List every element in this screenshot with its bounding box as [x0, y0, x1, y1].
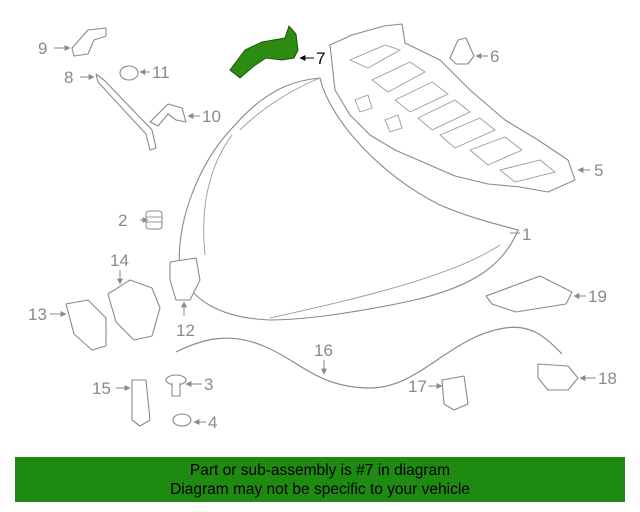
part-19-hinge[interactable] — [485, 275, 573, 313]
part-15-seal[interactable] — [131, 379, 151, 427]
banner-line-2: Diagram may not be specific to your vehi… — [170, 480, 470, 498]
callout-19: 19 — [588, 287, 607, 306]
part-10-clip[interactable] — [149, 103, 187, 127]
callout-10: 10 — [202, 107, 221, 126]
callout-17: 17 — [408, 377, 427, 396]
callout-9: 9 — [38, 39, 47, 58]
banner-line-1: Part or sub-assembly is #7 in diagram — [189, 461, 451, 479]
part-17-handle[interactable] — [441, 375, 469, 411]
callout-13: 13 — [28, 305, 47, 324]
part-7-hinge-highlighted[interactable] — [229, 25, 299, 79]
part-16-release-cable[interactable] — [175, 326, 563, 389]
part-9-bracket[interactable] — [71, 27, 107, 57]
callout-8: 8 — [64, 68, 73, 87]
part-7-shape — [229, 25, 299, 79]
callout-12: 12 — [176, 321, 195, 340]
callout-11: 11 — [152, 63, 170, 82]
part-4-nut[interactable] — [172, 413, 192, 427]
callout-16: 16 — [314, 341, 333, 360]
part-8-prop-rod[interactable] — [95, 73, 157, 151]
callout-2: 2 — [118, 211, 127, 230]
callout-5: 5 — [594, 161, 603, 180]
callout-6: 6 — [490, 47, 499, 66]
part-13-secondary-latch[interactable] — [65, 299, 107, 351]
part-12-latch-bracket[interactable] — [169, 257, 201, 301]
callout-1: 1 — [522, 225, 531, 244]
callout-18: 18 — [598, 369, 617, 388]
callout-4: 4 — [208, 413, 217, 432]
callout-7: 7 — [316, 49, 325, 68]
part-6-clip[interactable] — [449, 37, 475, 65]
callout-15: 15 — [92, 379, 111, 398]
part-5-hood-insulator[interactable] — [329, 23, 576, 193]
part-info-banner: Part or sub-assembly is #7 in diagram Di… — [15, 457, 625, 502]
part-2-bumper[interactable] — [145, 210, 163, 230]
callout-3: 3 — [204, 375, 213, 394]
part-3-stop[interactable] — [165, 374, 187, 397]
part-18-release-handle[interactable] — [537, 363, 579, 391]
parts-diagram: 1 2 3 4 5 6 7 8 9 10 11 12 13 14 15 16 1… — [28, 23, 617, 432]
part-11-grommet[interactable] — [119, 65, 139, 81]
callout-14: 14 — [110, 251, 129, 270]
part-14-latch[interactable] — [107, 279, 161, 341]
